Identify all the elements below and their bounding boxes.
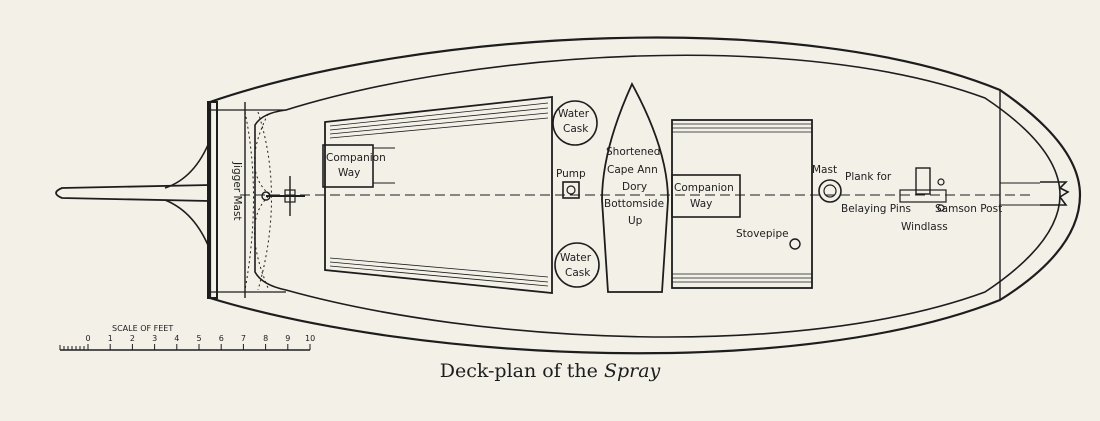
sheet-dotted-2	[257, 111, 272, 291]
dory-label-line-4: Bottomside	[604, 198, 664, 210]
caption-prefix: Deck-plan of the	[439, 360, 604, 382]
aft-cabin-planking	[329, 102, 549, 287]
hull-outer	[208, 36, 1082, 355]
scale-tick-label: 7	[241, 334, 246, 343]
scale-of-feet-bar	[59, 345, 310, 351]
belaying-pin-1	[937, 178, 945, 186]
scale-tick-label: 10	[305, 334, 315, 343]
belaying-pins-label: Belaying Pins	[841, 203, 911, 215]
bumpkin-brace-bottom	[164, 199, 211, 251]
dory-label-line-2: Cape Ann	[607, 164, 658, 176]
mast-inner	[823, 184, 837, 198]
scale-tick-label: 0	[86, 334, 91, 343]
dory-outline	[601, 81, 669, 293]
scale-tick-label: 6	[219, 334, 224, 343]
samson-post	[915, 167, 931, 195]
sheet-dotted-1	[244, 111, 254, 291]
samson-post-label: Samson Post	[935, 203, 1002, 215]
water-cask-top-label-line-1: Water	[558, 108, 590, 120]
water-cask-bottom	[554, 242, 600, 288]
stovepipe-circle	[789, 238, 801, 250]
forward-companion-label-line-1: Companion	[674, 182, 734, 194]
scale-tick-label: 9	[285, 334, 290, 343]
mast-outer	[818, 179, 842, 203]
jigger-mast-label: Jigger Mast	[231, 161, 243, 221]
scale-tick-label: 3	[152, 334, 157, 343]
pump-head	[566, 185, 576, 195]
scale-tick-label: 5	[197, 334, 202, 343]
dory-label-line-1: Shortened	[606, 146, 660, 158]
bumpkin-spar	[55, 184, 211, 202]
windlass-barrel	[899, 189, 947, 203]
forward-cabin-planking	[672, 123, 812, 283]
aft-companion-label-line-1: Companion	[326, 152, 386, 164]
windlass-label: Windlass	[901, 221, 948, 233]
caption-ship-name: Spray	[603, 360, 661, 382]
figure-caption: Deck-plan of the Spray	[0, 360, 1100, 382]
water-cask-bottom-label-line-2: Cask	[565, 267, 591, 279]
bowsprit	[1040, 181, 1070, 206]
transom-post	[207, 101, 218, 299]
hull-inner	[254, 54, 1061, 338]
water-cask-top	[552, 100, 598, 146]
stovepipe-label: Stovepipe	[736, 228, 789, 240]
scale-title: SCALE OF FEET	[112, 324, 173, 333]
dory-label-line-5: Up	[628, 215, 643, 227]
water-cask-top-label-line-2: Cask	[563, 123, 589, 135]
rudder-head	[284, 189, 296, 203]
belaying-pin-2	[937, 204, 945, 212]
aft-companion-way-hatch	[322, 144, 374, 188]
sheet-dotted-3	[254, 113, 271, 289]
scale-tick-label: 2	[130, 334, 135, 343]
forward-companion-way-hatch	[671, 174, 741, 218]
forward-companion-label-line-2: Way	[690, 198, 712, 210]
mast-label: Mast	[812, 164, 837, 176]
aft-companion-label-line-2: Way	[338, 167, 360, 179]
scale-ticks: 0 1 2 3 4 5 6 7 8 9 10	[86, 334, 315, 350]
plank-for-label: Plank for	[845, 171, 892, 183]
dory-label-line-3: Dory	[622, 181, 647, 193]
scale-tick-label: 1	[108, 334, 113, 343]
water-cask-bottom-label-line-1: Water	[560, 252, 592, 264]
scale-tick-label: 4	[174, 334, 179, 343]
bumpkin-brace-top	[164, 139, 211, 189]
pump-label: Pump	[556, 168, 586, 180]
scale-tick-label: 8	[263, 334, 268, 343]
aft-cabin-house	[324, 95, 553, 294]
pump-box	[562, 181, 580, 199]
